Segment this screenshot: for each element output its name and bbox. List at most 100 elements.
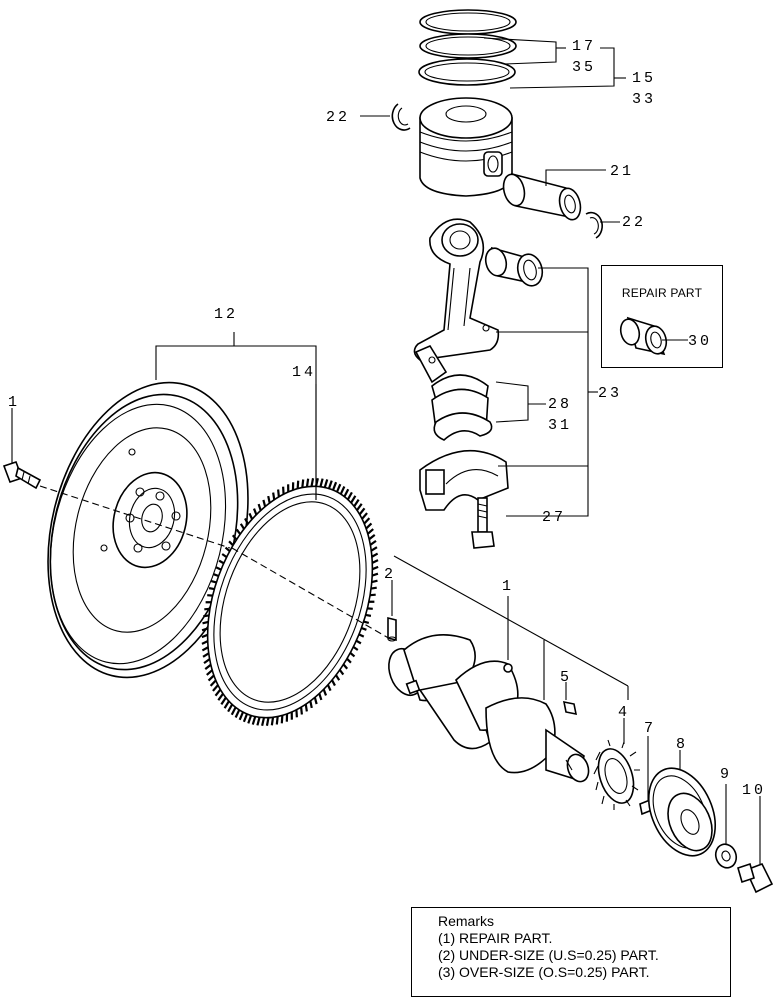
gear-tooth bbox=[349, 652, 356, 658]
gear-tooth bbox=[301, 479, 305, 488]
gear-tooth bbox=[206, 669, 213, 676]
gear-tooth bbox=[342, 663, 349, 670]
gear-tooth bbox=[371, 579, 378, 584]
snap-ring-left bbox=[391, 103, 411, 131]
gear-tooth bbox=[313, 697, 318, 705]
gear-tooth bbox=[203, 658, 211, 664]
callout-30: 30 bbox=[688, 333, 712, 350]
gear-tooth bbox=[361, 512, 368, 520]
gear-tooth bbox=[355, 639, 362, 645]
gear-tooth bbox=[207, 674, 215, 682]
gear-tooth bbox=[202, 652, 210, 658]
gear-tooth bbox=[202, 620, 209, 625]
gear-tooth bbox=[310, 478, 315, 487]
flywheel-bolt bbox=[2, 460, 42, 490]
gear-tooth bbox=[309, 700, 313, 709]
gear-tooth bbox=[332, 481, 338, 491]
gear-tooth bbox=[363, 620, 370, 624]
gear-tooth bbox=[252, 508, 258, 516]
gear-tooth bbox=[265, 717, 270, 726]
ring-gear bbox=[201, 477, 379, 727]
gear-tooth bbox=[267, 495, 271, 504]
gear-tooth bbox=[228, 540, 234, 547]
gear-tooth bbox=[244, 517, 249, 525]
piston-rings bbox=[418, 9, 517, 86]
crankshaft-gear bbox=[593, 739, 640, 810]
callout-9: 9 bbox=[720, 766, 732, 783]
rod-bolt bbox=[471, 497, 495, 549]
gear-tooth bbox=[367, 528, 374, 535]
callout-21: 21 bbox=[610, 163, 634, 180]
gear-tooth bbox=[369, 540, 377, 546]
gear-tooth bbox=[231, 534, 238, 541]
callout-1-flywheel-bolt: 1 bbox=[8, 394, 20, 411]
gear-tooth bbox=[280, 715, 284, 724]
callout-12: 12 bbox=[214, 306, 238, 323]
gear-tooth bbox=[221, 553, 228, 559]
callout-28: 28 bbox=[548, 396, 572, 413]
gear-tooth bbox=[300, 707, 303, 715]
gear-tooth bbox=[201, 633, 209, 639]
gear-tooth bbox=[339, 486, 346, 495]
gear-tooth bbox=[370, 546, 378, 552]
callout-labels: 17 35 15 33 22 21 22 30 23 28 31 27 12 1… bbox=[8, 38, 766, 799]
gear-tooth bbox=[251, 716, 257, 725]
crankshaft bbox=[388, 634, 590, 783]
flywheel bbox=[47, 381, 249, 679]
small-end-bushing bbox=[484, 246, 544, 287]
callout-10: 10 bbox=[742, 782, 766, 799]
gear-tooth bbox=[218, 559, 225, 565]
gear-tooth bbox=[248, 512, 254, 520]
connecting-rod bbox=[413, 218, 500, 384]
piston-pin bbox=[502, 172, 582, 221]
gear-tooth bbox=[234, 709, 241, 718]
gear-tooth bbox=[296, 480, 300, 489]
lower-bearing-shell bbox=[433, 412, 493, 441]
gear-tooth bbox=[365, 613, 372, 617]
ring-leaders bbox=[483, 37, 626, 89]
gear-tooth bbox=[358, 507, 366, 516]
gear-tooth bbox=[256, 717, 261, 726]
gear-tooth bbox=[230, 706, 237, 716]
callout-22-left: 22 bbox=[326, 109, 350, 126]
gear-tooth bbox=[238, 711, 245, 721]
repair-part-box: REPAIR PART bbox=[601, 265, 723, 368]
callout-5: 5 bbox=[560, 669, 572, 686]
gear-tooth bbox=[270, 717, 275, 726]
gear-tooth bbox=[239, 523, 245, 530]
gear-tooth bbox=[352, 645, 359, 651]
gear-tooth bbox=[201, 646, 209, 652]
gear-tooth bbox=[272, 492, 276, 500]
gear-tooth bbox=[277, 489, 280, 497]
remarks-line-3: (3) OVER-SIZE (O.S=0.25) PART. bbox=[438, 964, 650, 980]
gear-tooth bbox=[322, 688, 328, 696]
gear-tooth bbox=[327, 480, 333, 489]
gear-tooth bbox=[204, 663, 212, 671]
gear-tooth bbox=[371, 552, 379, 558]
callout-14: 14 bbox=[292, 364, 316, 381]
gear-tooth bbox=[224, 546, 231, 552]
callout-22-right: 22 bbox=[622, 214, 646, 231]
callout-15: 15 bbox=[632, 70, 656, 87]
gear-tooth bbox=[201, 640, 209, 645]
callout-27: 27 bbox=[542, 509, 566, 526]
gear-tooth bbox=[305, 478, 310, 487]
gear-tooth bbox=[370, 586, 377, 590]
conrod-leaders bbox=[495, 267, 598, 517]
gear-tooth bbox=[275, 716, 279, 725]
gear-tooth bbox=[209, 679, 217, 687]
gear-tooth bbox=[223, 700, 230, 709]
gear-tooth bbox=[227, 703, 234, 713]
gear-tooth bbox=[262, 499, 267, 507]
gear-tooth bbox=[335, 483, 342, 493]
gear-tooth bbox=[215, 566, 222, 571]
callout-2: 2 bbox=[384, 566, 396, 583]
gear-tooth bbox=[346, 657, 352, 664]
gear-tooth bbox=[201, 627, 209, 632]
callout-7: 7 bbox=[644, 720, 656, 737]
repair-bushing bbox=[619, 316, 668, 356]
gear-tooth bbox=[358, 633, 365, 638]
gear-tooth bbox=[368, 533, 376, 541]
gear-tooth bbox=[361, 626, 367, 631]
gear-tooth bbox=[365, 522, 373, 530]
